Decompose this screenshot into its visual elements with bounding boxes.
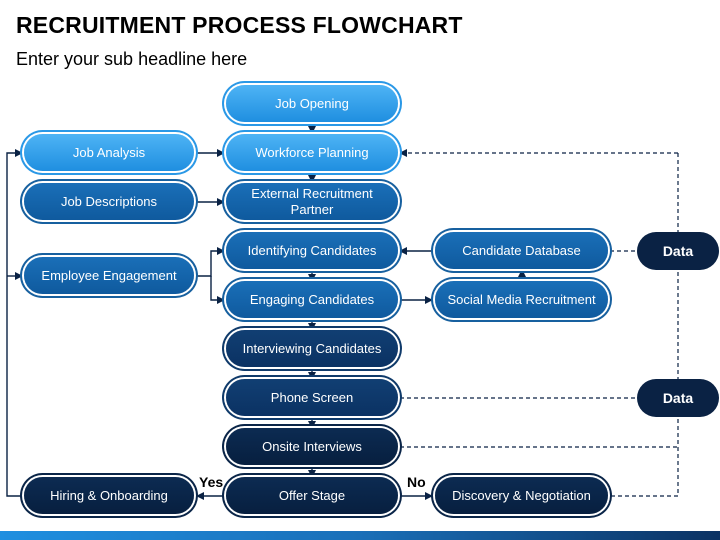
node-phone-screen: Phone Screen (226, 379, 398, 416)
node-hiring-onboarding: Hiring & Onboarding (24, 477, 194, 514)
node-job-analysis: Job Analysis (24, 134, 194, 171)
node-engaging-candidates: Engaging Candidates (226, 281, 398, 318)
no-label: No (407, 474, 426, 490)
arrow-engagement-to-identifying (196, 247, 225, 277)
node-identifying-candidates: Identifying Candidates (226, 232, 398, 269)
node-employee-engagement: Employee Engagement (24, 257, 194, 294)
node-external-recruitment-partner: External Recruitment Partner (226, 183, 398, 220)
page-title: RECRUITMENT PROCESS FLOWCHART (16, 12, 463, 38)
node-onsite-interviews: Onsite Interviews (226, 428, 398, 465)
node-candidate-database: Candidate Database (435, 232, 608, 269)
yes-label: Yes (199, 474, 224, 490)
arrow-hiring-loop (6, 149, 23, 497)
bottom-accent-bar (0, 531, 720, 540)
node-social-media-recruitment: Social Media Recruitment (435, 281, 608, 318)
page-subtitle: Enter your sub headline here (16, 49, 248, 69)
node-job-descriptions: Job Descriptions (24, 183, 194, 220)
data-node-top: Data (637, 232, 719, 270)
data-node-bottom: Data (637, 379, 719, 417)
node-offer-stage: Offer Stage (226, 477, 398, 514)
dash-right-vertical (610, 153, 679, 497)
arrow-engagement-to-engaging (210, 276, 225, 304)
node-interviewing-candidates: Interviewing Candidates (226, 330, 398, 367)
node-job-opening: Job Opening (226, 85, 398, 122)
node-discovery-negotiation: Discovery & Negotiation (435, 477, 608, 514)
node-workforce-planning: Workforce Planning (226, 134, 398, 171)
